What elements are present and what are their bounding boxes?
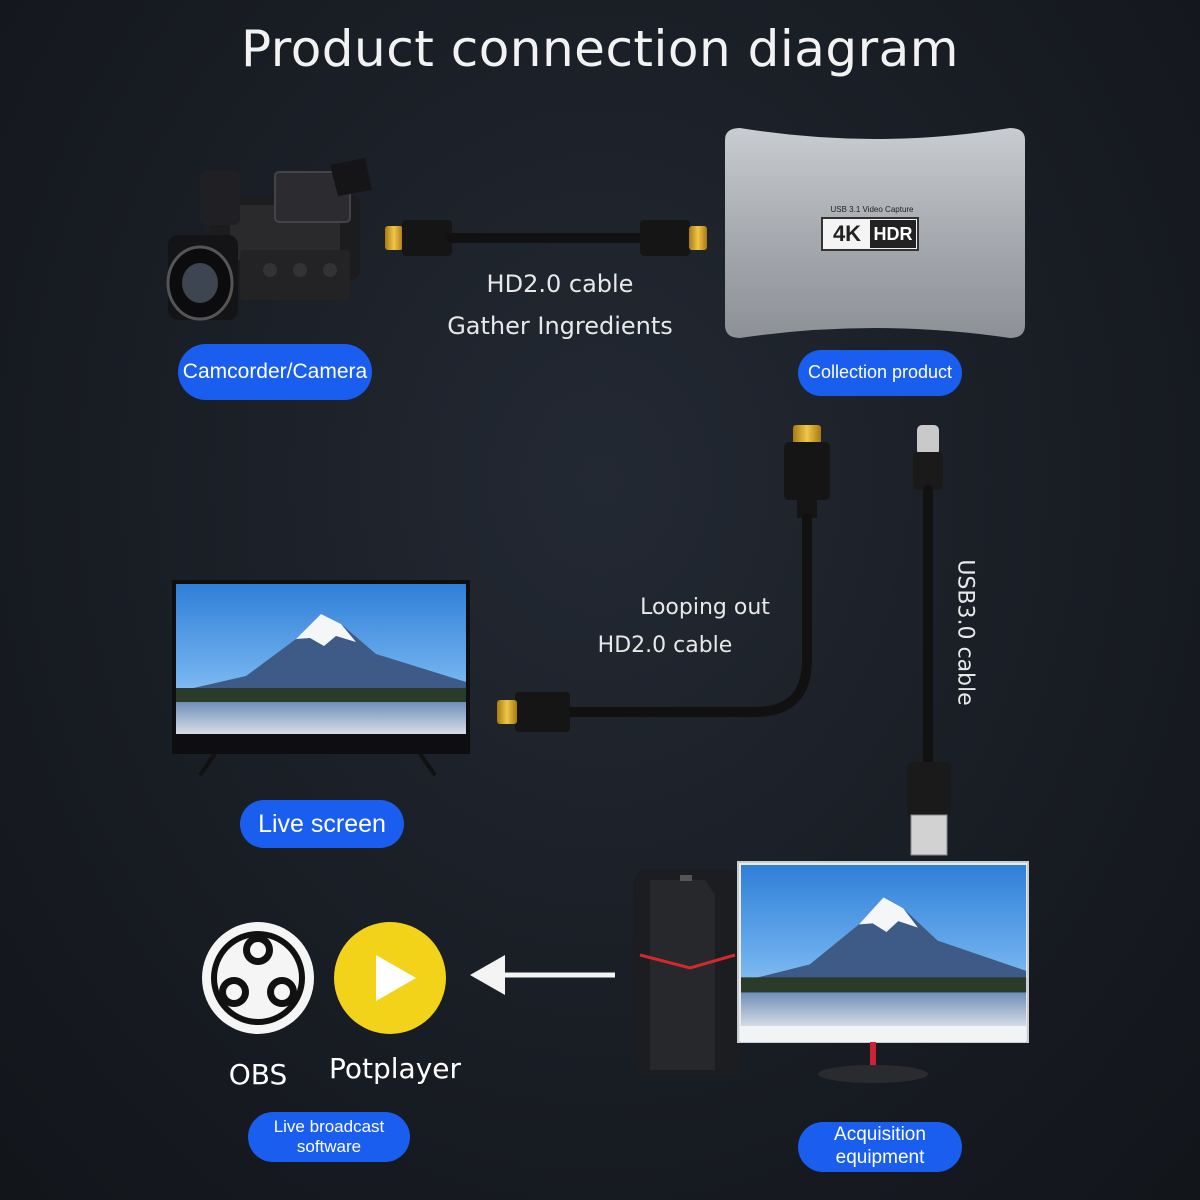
top-hdmi-cable bbox=[385, 220, 707, 256]
camcorder-icon bbox=[166, 158, 372, 321]
device-top-text: USB 3.1 Video Capture bbox=[830, 205, 914, 214]
usb-cable bbox=[907, 425, 951, 856]
live-broadcast-line1: Live broadcast bbox=[273, 1116, 385, 1136]
looping-caption-2: HD2.0 cable bbox=[597, 633, 733, 658]
page-title: Product connection diagram bbox=[240, 20, 960, 78]
monitor-icon bbox=[737, 861, 1029, 1083]
badge-4k: 4K bbox=[832, 221, 862, 246]
acquisition-label: Acquisition equipment bbox=[798, 1122, 962, 1172]
live-broadcast-label: Live broadcast software bbox=[248, 1112, 410, 1162]
collection-label: Collection product bbox=[798, 350, 962, 396]
hd-cable-caption: HD2.0 cable bbox=[486, 270, 634, 298]
gather-caption: Gather Ingredients bbox=[447, 312, 673, 340]
arrow-left-icon bbox=[470, 955, 615, 995]
live-broadcast-line2: software bbox=[296, 1137, 362, 1156]
camera-label: Camcorder/Camera bbox=[178, 344, 372, 400]
tv-icon bbox=[172, 580, 470, 777]
capture-device bbox=[725, 128, 1025, 338]
live-screen-label: Live screen bbox=[240, 800, 404, 848]
obs-logo-icon bbox=[202, 922, 314, 1034]
potplayer-logo-icon bbox=[334, 922, 446, 1034]
pc-tower-icon bbox=[633, 870, 740, 1078]
acquisition-line2: equipment bbox=[835, 1147, 925, 1168]
badge-hdr: HDR bbox=[873, 224, 913, 244]
acquisition-line1: Acquisition bbox=[834, 1124, 926, 1146]
usb-cable-caption: USB3.0 cable bbox=[952, 559, 978, 706]
loop-hdmi-cable bbox=[497, 425, 830, 732]
potplayer-label: Potplayer bbox=[328, 1052, 461, 1085]
looping-caption-1: Looping out bbox=[640, 595, 770, 620]
obs-label: OBS bbox=[228, 1058, 288, 1091]
